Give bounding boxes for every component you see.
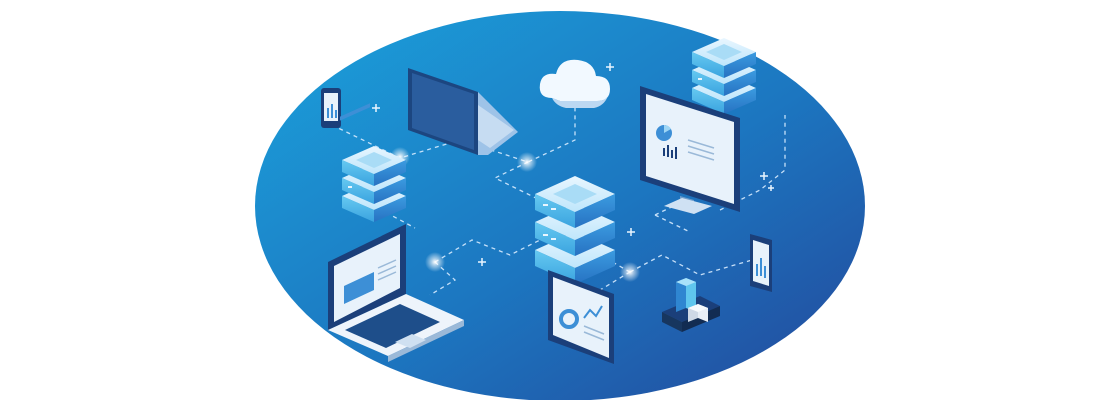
smartphone-icon <box>750 234 772 292</box>
server-stack-icon <box>535 176 615 284</box>
smartphone-icon <box>321 88 341 128</box>
sparkle-node-icon <box>372 63 774 266</box>
bar-chart-icon <box>662 278 720 332</box>
laptop-icon <box>328 103 464 362</box>
server-stack-icon <box>342 146 406 222</box>
server-stack-icon <box>692 38 756 114</box>
monitor-icon <box>640 86 740 214</box>
cloud-icon <box>539 59 610 108</box>
tablet-icon <box>548 270 614 364</box>
laptop-icon <box>408 68 518 155</box>
